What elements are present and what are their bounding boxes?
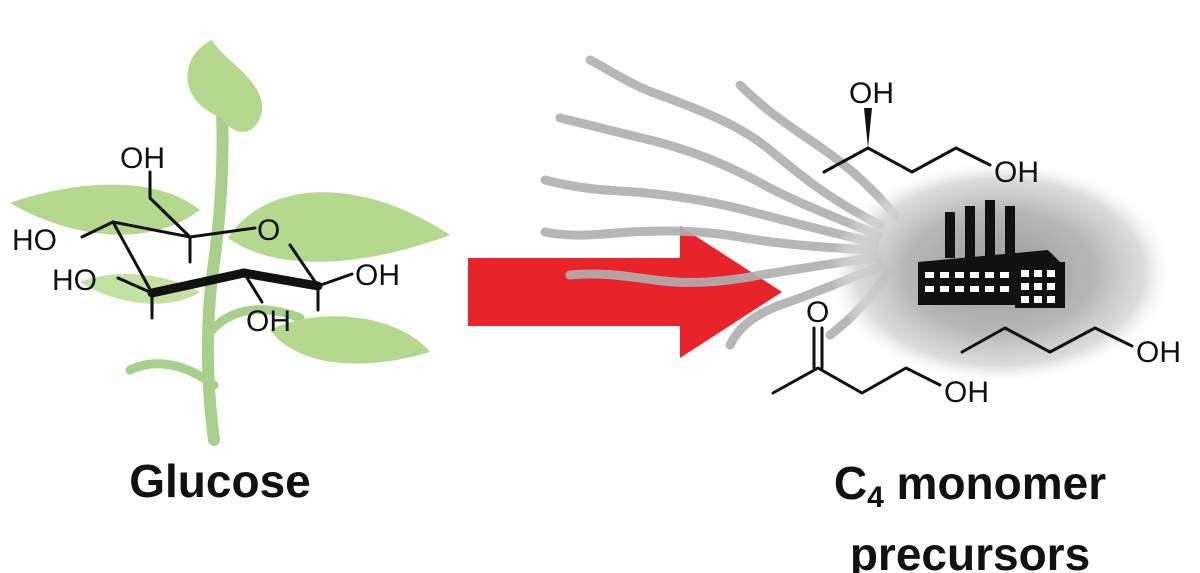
- leaf-right-lower: [270, 316, 430, 364]
- microbe-illustration: [540, 55, 1170, 382]
- ring-bond: [288, 243, 320, 288]
- c4-monomer-caption: C4 monomer precursors: [770, 455, 1170, 573]
- hydroxybutanone-structure: O OH: [771, 296, 989, 409]
- glucose-oh-c1: OH: [355, 259, 400, 292]
- leaf-right-upper: [228, 192, 450, 262]
- c2-oh-bond: [242, 271, 264, 304]
- caption-subscript: 4: [867, 481, 884, 514]
- c1-oh-bond: [316, 272, 354, 288]
- butanol-structure: OH: [960, 326, 1181, 369]
- skeletal-bond: [960, 326, 1134, 354]
- glucose-caption: Glucose: [129, 455, 311, 507]
- glucose-oh-c2: OH: [246, 305, 291, 338]
- glucose-ring-oxygen: O: [257, 214, 280, 247]
- caption-c: C: [833, 457, 868, 509]
- butanediol-oh-end: OH: [994, 156, 1039, 189]
- butanediol-oh-top: OH: [849, 77, 894, 110]
- c6-bond: [148, 170, 192, 239]
- c4-oh-bond: [80, 220, 115, 239]
- caption-monomer: monomer: [883, 457, 1107, 509]
- skeletal-bond: [771, 366, 942, 395]
- plant-branch: [125, 359, 219, 390]
- caption-precursors: precursors: [849, 528, 1091, 573]
- glucose-ho-c3: HO: [52, 264, 97, 297]
- factory-icon: [918, 200, 1065, 308]
- glucose-structure: OH HO O HO OH OH: [12, 142, 400, 338]
- c3-oh-bond: [116, 276, 154, 295]
- hydroxybutanone-carbonyl-o: O: [806, 296, 829, 329]
- hydroxybutanone-oh: OH: [944, 376, 989, 409]
- ring-bond-front: [239, 268, 323, 291]
- wedge-bond: [864, 108, 872, 148]
- leaf-left: [10, 184, 200, 235]
- plant-illustration: [10, 40, 450, 446]
- glucose-oh-c6: OH: [120, 142, 165, 175]
- plant-branch: [207, 305, 305, 335]
- butanediol-structure: OH OH: [822, 77, 1039, 189]
- skeletal-bond: [822, 146, 992, 174]
- butanol-oh: OH: [1136, 336, 1181, 369]
- ring-bond-front: [147, 268, 249, 298]
- glucose-ho-c4: HO: [12, 224, 57, 257]
- reaction-arrow: [468, 226, 782, 358]
- leaf-top: [187, 40, 263, 132]
- ring-bond: [111, 220, 154, 295]
